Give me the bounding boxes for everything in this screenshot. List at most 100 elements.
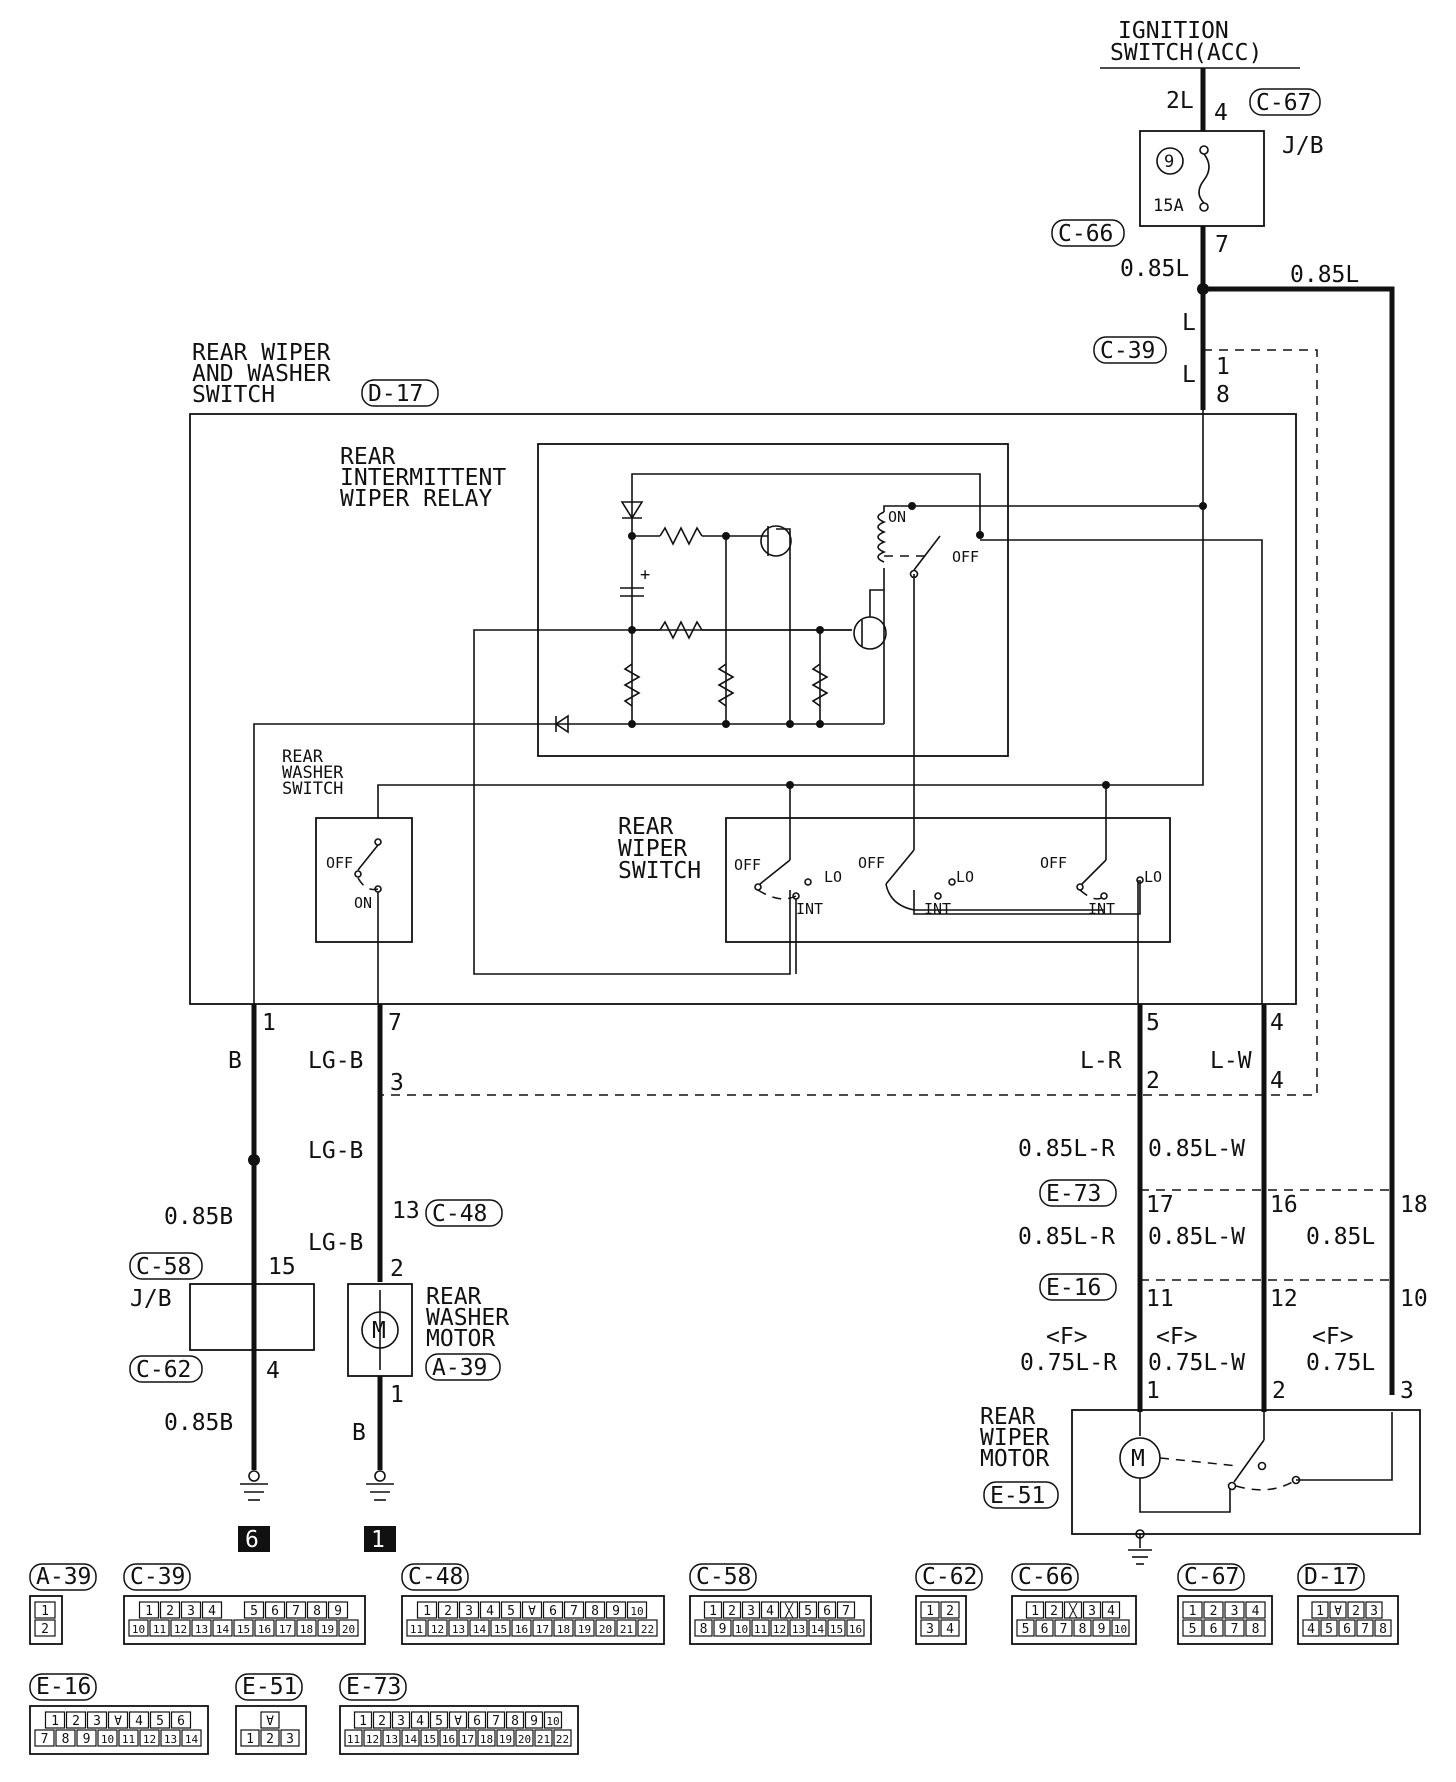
wire-label-085l-a: 0.85L: [1120, 256, 1189, 282]
legend-pin: 8: [700, 1622, 708, 1637]
wire-label-lw: L-W: [1210, 1048, 1252, 1074]
pin-e16-11: 11: [1146, 1286, 1174, 1312]
legend-pin: 1: [1031, 1604, 1039, 1619]
pin-m3: 3: [1400, 1378, 1414, 1404]
legend-pin: 10: [132, 1623, 145, 1636]
legend-pin: 18: [557, 1623, 570, 1636]
pin-c48: 13: [392, 1198, 420, 1224]
legend-pin: 1: [709, 1604, 717, 1619]
svg-text:+: +: [640, 565, 650, 585]
svg-text:M: M: [372, 1318, 386, 1344]
switch-assembly-label: REAR WIPER AND WASHER SWITCH D-17: [192, 340, 439, 408]
legend-pin: 5: [250, 1604, 258, 1619]
svg-text:C-48: C-48: [432, 1201, 487, 1227]
legend-pin: 4: [1307, 1622, 1315, 1637]
legend-pin: 11: [347, 1733, 360, 1746]
legend-pin: 4: [946, 1622, 954, 1637]
svg-text:E-73: E-73: [1046, 1181, 1101, 1207]
legend-pin: 6: [473, 1714, 481, 1729]
legend-pin: 12: [174, 1623, 187, 1636]
legend-pin: ╳: [784, 1602, 794, 1619]
svg-text:SWITCH: SWITCH: [192, 382, 275, 408]
legend-pin: 8: [313, 1604, 321, 1619]
legend-pin: ∀: [266, 1714, 274, 1729]
connector-tag-e16: E-16: [1039, 1273, 1117, 1301]
legend-pin: 2: [728, 1604, 736, 1619]
legend-pin: 15: [237, 1623, 250, 1636]
svg-text:REAR WIPER: REAR WIPER: [192, 340, 331, 366]
legend-pin: 15: [830, 1623, 843, 1636]
legend-id: C-67: [1184, 1564, 1239, 1590]
legend-pin: ∀: [454, 1714, 462, 1729]
wire-label-085l-3: 0.85L: [1306, 1224, 1375, 1250]
legend-pin: 2: [946, 1604, 954, 1619]
legend-pin: 12: [431, 1623, 444, 1636]
legend-pin: 5: [435, 1714, 443, 1729]
legend-pin: 5: [507, 1604, 515, 1619]
flex-marker-3: <F>: [1312, 1324, 1354, 1350]
legend-pin: 3: [1231, 1604, 1239, 1619]
legend-pin: 10: [630, 1605, 643, 1618]
ignition-label-2: SWITCH(ACC): [1110, 40, 1262, 66]
legend-pin: 2: [72, 1714, 80, 1729]
legend-pin: 17: [461, 1733, 474, 1746]
jb-left-label: J/B: [130, 1286, 172, 1312]
pin-c58: 15: [268, 1254, 296, 1280]
legend-pin: 7: [1231, 1622, 1239, 1637]
legend-pin: 2: [1210, 1604, 1218, 1619]
legend-pin: 7: [41, 1732, 49, 1747]
fuse-number: 9: [1164, 152, 1174, 172]
legend-pin: 4: [135, 1714, 143, 1729]
svg-text:WASHER: WASHER: [426, 1305, 509, 1331]
legend-pin: 2: [41, 1622, 49, 1637]
connector-tag-e73: E-73: [1039, 1179, 1117, 1207]
legend-pin: 8: [1252, 1622, 1260, 1637]
legend-pin: 2: [1050, 1604, 1058, 1619]
legend-pin: 1: [1189, 1604, 1197, 1619]
connector-tag-c66: C-66: [1051, 219, 1125, 247]
svg-text:OFF: OFF: [326, 854, 353, 872]
pin-c39-1: 1: [1216, 354, 1230, 380]
legend-pin: 2: [166, 1604, 174, 1619]
connector-tag-c67: C-67: [1249, 88, 1321, 116]
legend-id: E-51: [242, 1674, 297, 1700]
connector-d17: D-17: [368, 381, 423, 407]
legend-pin: 11: [153, 1623, 166, 1636]
wiper-switch: REAR WIPER SWITCH OFF LO INT OFF LO INT …: [618, 814, 1171, 974]
legend-pin: 16: [442, 1733, 455, 1746]
fuse-box-label: J/B: [1282, 133, 1324, 159]
legend-pin: 9: [719, 1622, 727, 1637]
legend-pin: 9: [612, 1604, 620, 1619]
svg-text:1: 1: [371, 1527, 385, 1553]
pin-e16-10: 10: [1400, 1286, 1428, 1312]
legend-pin: 18: [300, 1623, 313, 1636]
svg-text:REAR: REAR: [426, 1284, 482, 1310]
svg-text:WIPER RELAY: WIPER RELAY: [340, 486, 492, 512]
legend-pin: 22: [641, 1623, 654, 1636]
ground-symbol-6: 6: [238, 1470, 270, 1553]
legend-pin: 11: [122, 1733, 135, 1746]
legend-pin: 1: [1316, 1604, 1324, 1619]
svg-text:6: 6: [245, 1527, 259, 1553]
wire-label-2l: 2L: [1166, 88, 1194, 114]
intermittent-relay: REAR INTERMITTENT WIPER RELAY +: [340, 443, 1009, 757]
legend-pin: 2: [1352, 1604, 1360, 1619]
legend-pin: 5: [156, 1714, 164, 1729]
legend-id: E-16: [36, 1674, 91, 1700]
svg-text:MOTOR: MOTOR: [980, 1446, 1049, 1472]
legend-pin: 7: [1361, 1622, 1369, 1637]
legend-pin: 14: [404, 1733, 418, 1746]
svg-text:SWITCH: SWITCH: [282, 779, 343, 799]
legend-pin: 5: [1022, 1622, 1030, 1637]
legend-pin: 1: [926, 1604, 934, 1619]
legend-pin: 8: [591, 1604, 599, 1619]
supply-wires: [380, 68, 1395, 1395]
legend-pin: 19: [578, 1623, 591, 1636]
wire-label-lgb-1: LG-B: [308, 1048, 363, 1074]
pin-d17-5: 5: [1146, 1010, 1160, 1036]
wire-label-l-b: L: [1182, 362, 1196, 388]
pin-e73-17: 17: [1146, 1192, 1174, 1218]
